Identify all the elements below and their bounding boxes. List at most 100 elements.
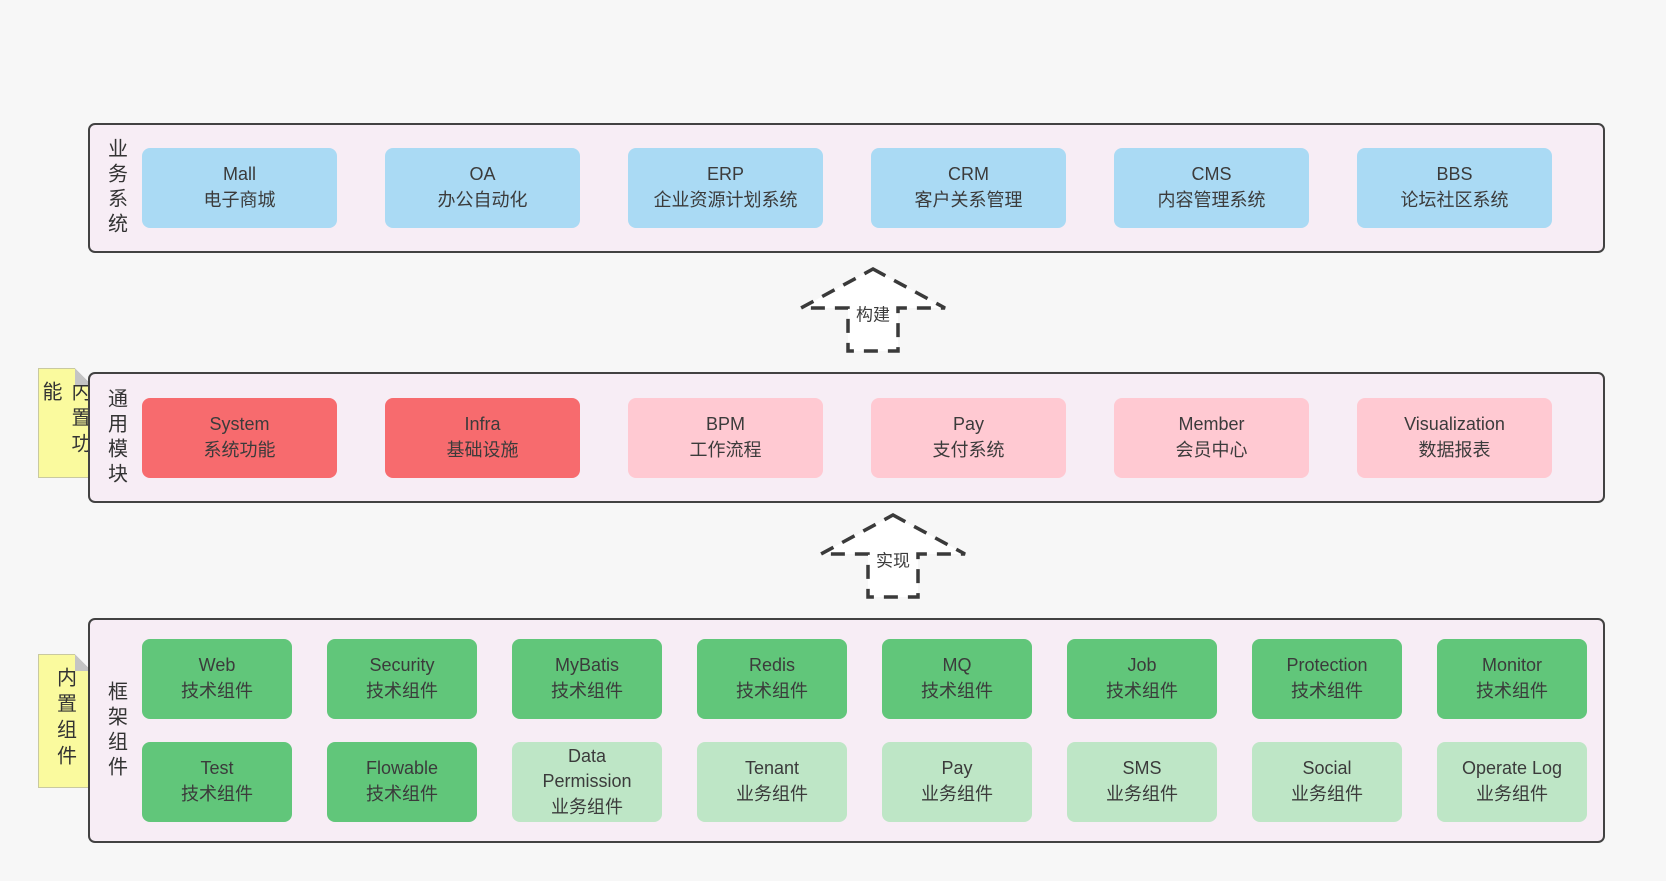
box-sms: SMS 业务组件 [1067, 742, 1217, 822]
box-subtitle: 业务组件 [921, 784, 993, 804]
box-subtitle: 内容管理系统 [1157, 190, 1266, 210]
box-subtitle: 业务组件 [1106, 784, 1178, 804]
modules-row-area: System 系统功能 Infra 基础设施 BPM 工作流程 Pay 支付系统… [142, 374, 1603, 501]
components-row-area: Web 技术组件 Security 技术组件 MyBatis 技术组件 Redi… [142, 620, 1605, 841]
box-flowable: Flowable 技术组件 [327, 742, 477, 822]
box-subtitle: 技术组件 [181, 681, 253, 701]
sticky-note-built-in-components: 内置组件 [38, 654, 92, 788]
box-title: Visualization [1404, 413, 1505, 434]
box-title: BPM [705, 413, 745, 434]
box-subtitle: 技术组件 [366, 681, 438, 701]
layer-label-modules: 通用模块 [104, 387, 127, 488]
box-subtitle: 技术组件 [1291, 681, 1363, 701]
modules-row: System 系统功能 Infra 基础设施 BPM 工作流程 Pay 支付系统… [142, 397, 1585, 478]
components-row-1: Web 技术组件 Security 技术组件 MyBatis 技术组件 Redi… [142, 639, 1587, 719]
box-cms: CMS 内容管理系统 [1114, 148, 1309, 228]
box-mq: MQ 技术组件 [882, 639, 1032, 719]
box-subtitle: 技术组件 [921, 681, 993, 701]
box-redis: Redis 技术组件 [697, 639, 847, 719]
box-title: Social [1302, 758, 1352, 779]
box-operate-log: Operate Log 业务组件 [1437, 742, 1587, 822]
layer-framework-components: 框架组件 Web 技术组件 Security 技术组件 MyBatis 技术组件… [88, 618, 1605, 843]
box-subtitle: 工作流程 [689, 439, 762, 460]
box-subtitle: 技术组件 [366, 784, 438, 804]
box-bbs: BBS 论坛社区系统 [1357, 148, 1552, 228]
box-subtitle: 技术组件 [181, 784, 253, 804]
box-subtitle: 技术组件 [1476, 681, 1548, 701]
box-title: CRM [948, 164, 989, 185]
layer-common-modules: 通用模块 System 系统功能 Infra 基础设施 BPM 工作流程 Pay… [88, 372, 1605, 503]
box-title: ERP [706, 164, 744, 185]
box-title: System [209, 413, 270, 434]
box-title: BBS [1436, 164, 1473, 185]
box-data-permission: Data Permission 业务组件 [512, 742, 662, 822]
box-tenant: Tenant 业务组件 [697, 742, 847, 822]
box-member: Member 会员中心 [1114, 397, 1309, 478]
box-title: Redis [748, 655, 796, 676]
box-title: Pay [941, 758, 973, 779]
box-subtitle: 办公自动化 [437, 190, 528, 210]
box-bpm: BPM 工作流程 [628, 397, 823, 478]
arrow-build-label: 构建 [853, 299, 893, 327]
box-security: Security 技术组件 [327, 639, 477, 719]
box-visualization: Visualization 数据报表 [1357, 397, 1552, 478]
box-erp: ERP 企业资源计划系统 [628, 148, 823, 228]
box-subtitle: 技术组件 [736, 681, 808, 701]
box-mybatis: MyBatis 技术组件 [512, 639, 662, 719]
sticky-note-built-in-features: 内置功能 [38, 368, 92, 478]
box-infra: Infra 基础设施 [385, 397, 580, 478]
box-title: Monitor [1481, 655, 1543, 676]
box-title: Operate Log [1461, 758, 1563, 779]
box-subtitle: 业务组件 [551, 796, 623, 817]
box-title: Mall [222, 164, 256, 185]
box-title: Member [1178, 413, 1245, 434]
sticky-note-text: 内置组件 [53, 667, 76, 771]
box-social: Social 业务组件 [1252, 742, 1402, 822]
box-title: Protection [1286, 655, 1368, 676]
box-title: Infra [464, 413, 501, 434]
box-subtitle: 支付系统 [932, 439, 1005, 460]
box-title: MyBatis [554, 655, 619, 676]
arrow-implement-label: 实现 [873, 545, 913, 573]
layer-label-components: 框架组件 [104, 680, 127, 781]
box-title: Security [369, 655, 435, 676]
box-title: OA [469, 164, 496, 185]
box-subtitle: 论坛社区系统 [1400, 190, 1509, 210]
box-title: Test [200, 758, 234, 779]
box-subtitle: 技术组件 [551, 681, 623, 701]
components-row-2: Test 技术组件 Flowable 技术组件 Data Permission … [142, 742, 1587, 822]
box-subtitle: 技术组件 [1106, 681, 1178, 701]
arrow-build: 构建 [798, 266, 948, 354]
business-row: Mall 电子商城 OA 办公自动化 ERP 企业资源计划系统 CRM 客户关系… [142, 148, 1585, 228]
box-title: CMS [1191, 164, 1232, 185]
box-pay-component: Pay 业务组件 [882, 742, 1032, 822]
box-protection: Protection 技术组件 [1252, 639, 1402, 719]
arrow-implement: 实现 [818, 512, 968, 600]
box-subtitle: 业务组件 [1291, 784, 1363, 804]
box-title: Tenant [744, 758, 800, 779]
layer-business-systems: 业务系统 Mall 电子商城 OA 办公自动化 ERP 企业资源计划系统 CRM… [88, 123, 1605, 253]
box-title: SMS [1122, 758, 1162, 779]
layer-label-business: 业务系统 [104, 138, 127, 238]
box-title: Job [1127, 655, 1157, 676]
business-row-area: Mall 电子商城 OA 办公自动化 ERP 企业资源计划系统 CRM 客户关系… [142, 125, 1603, 251]
box-title: MQ [942, 655, 972, 676]
box-subtitle: 客户关系管理 [914, 190, 1023, 210]
box-job: Job 技术组件 [1067, 639, 1217, 719]
sticky-note-text: 内置功能 [39, 381, 90, 459]
box-mall: Mall 电子商城 [142, 148, 337, 228]
box-oa: OA 办公自动化 [385, 148, 580, 228]
box-subtitle: 系统功能 [203, 439, 276, 460]
box-title: Flowable [365, 758, 439, 779]
box-subtitle: 业务组件 [1476, 784, 1548, 804]
box-title: Web [198, 655, 236, 676]
box-title: Pay [952, 413, 985, 434]
box-subtitle: 会员中心 [1175, 439, 1248, 460]
box-system: System 系统功能 [142, 397, 337, 478]
box-web: Web 技术组件 [142, 639, 292, 719]
box-monitor: Monitor 技术组件 [1437, 639, 1587, 719]
box-subtitle: 基础设施 [446, 439, 519, 460]
box-title: Data Permission [542, 745, 632, 792]
box-crm: CRM 客户关系管理 [871, 148, 1066, 228]
